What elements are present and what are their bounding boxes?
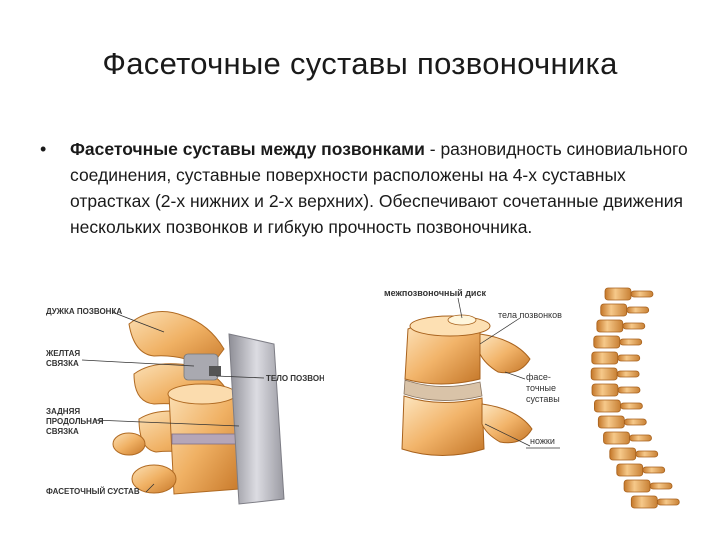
slide-title: Фасеточные суставы позвоночника — [102, 46, 618, 81]
label-vertebral-arch: ДУЖКА ПОЗВОНКА — [46, 307, 122, 316]
spine-process — [619, 338, 643, 346]
spine-vertebra — [591, 383, 619, 397]
label-facet-2: точные — [526, 383, 556, 393]
label-facet-joint: ФАСЕТОЧНЫЙ СУСТАВ — [46, 487, 140, 496]
spine-vertebra — [600, 303, 628, 317]
label-yellow-ligament-1: ЖЕЛТАЯ — [45, 349, 80, 358]
spine-process — [656, 498, 680, 506]
bullet-dot-icon: • — [40, 139, 47, 159]
spine-vertebra — [594, 399, 621, 413]
spine-process — [616, 370, 640, 378]
bullet-paragraph: • Фасеточные суставы между позвонками - … — [40, 136, 700, 240]
spine-process — [617, 354, 641, 362]
spine-vertebra — [593, 335, 621, 349]
vertebra-ligaments-svg: ДУЖКА ПОЗВОНКА ЖЕЛТАЯ СВЯЗКА ТЕЛО ПОЗВОН… — [45, 307, 324, 505]
spine-process — [623, 418, 647, 426]
spine-process — [622, 322, 646, 330]
vertebra-ligaments-illustration: ДУЖКА ПОЗВОНКА ЖЕЛТАЯ СВЯЗКА ТЕЛО ПОЗВОН… — [34, 294, 324, 510]
spine-process — [642, 466, 666, 474]
label-facet-3: суставы — [526, 394, 560, 404]
spine-column-illustration — [575, 280, 695, 520]
label-facet-1: фасе- — [526, 372, 551, 382]
spine-vertebra — [630, 495, 658, 509]
spine-vertebra — [604, 287, 632, 301]
spine-process — [626, 306, 650, 314]
spine-vertebra — [590, 367, 618, 381]
label-posterior-3: СВЯЗКА — [46, 427, 79, 436]
spine-process — [617, 386, 641, 394]
label-vertebral-body: ТЕЛО ПОЗВОНКА — [266, 374, 324, 383]
label-vertebral-bodies: тела позвонков — [498, 310, 562, 320]
bullet-description: - разновидность синовиального соединения… — [70, 139, 688, 237]
spine-process — [649, 482, 673, 490]
bullet-text: Фасеточные суставы между позвонками - ра… — [70, 136, 700, 240]
vertebra-facets-illustration: межпозвоночный диск тела позвонков фасе-… — [380, 284, 590, 494]
spine-vertebra — [596, 319, 624, 333]
spine-process — [630, 290, 654, 298]
label-posterior-1: ЗАДНЯЯ — [46, 407, 80, 416]
spine-process — [635, 450, 659, 458]
spine-vertebra — [597, 415, 625, 429]
spine-vertebra — [591, 351, 619, 365]
spine-vertebra — [623, 479, 651, 493]
spine-vertebra — [616, 463, 644, 477]
label-intervertebral-disc: межпозвоночный диск — [384, 288, 486, 298]
spine-column-svg — [590, 287, 680, 509]
label-yellow-ligament-2: СВЯЗКА — [46, 359, 79, 368]
spine-process — [629, 434, 652, 442]
vertebra-facets-svg: межпозвоночный диск тела позвонков фасе-… — [384, 288, 562, 456]
spine-vertebra — [609, 447, 637, 461]
bullet-bold-term: Фасеточные суставы между позвонками — [70, 139, 425, 159]
spine-vertebra — [603, 431, 630, 445]
label-posterior-2: ПРОДОЛЬНАЯ — [46, 417, 104, 426]
spine-process — [620, 402, 643, 410]
label-pedicles: ножки — [530, 436, 555, 446]
